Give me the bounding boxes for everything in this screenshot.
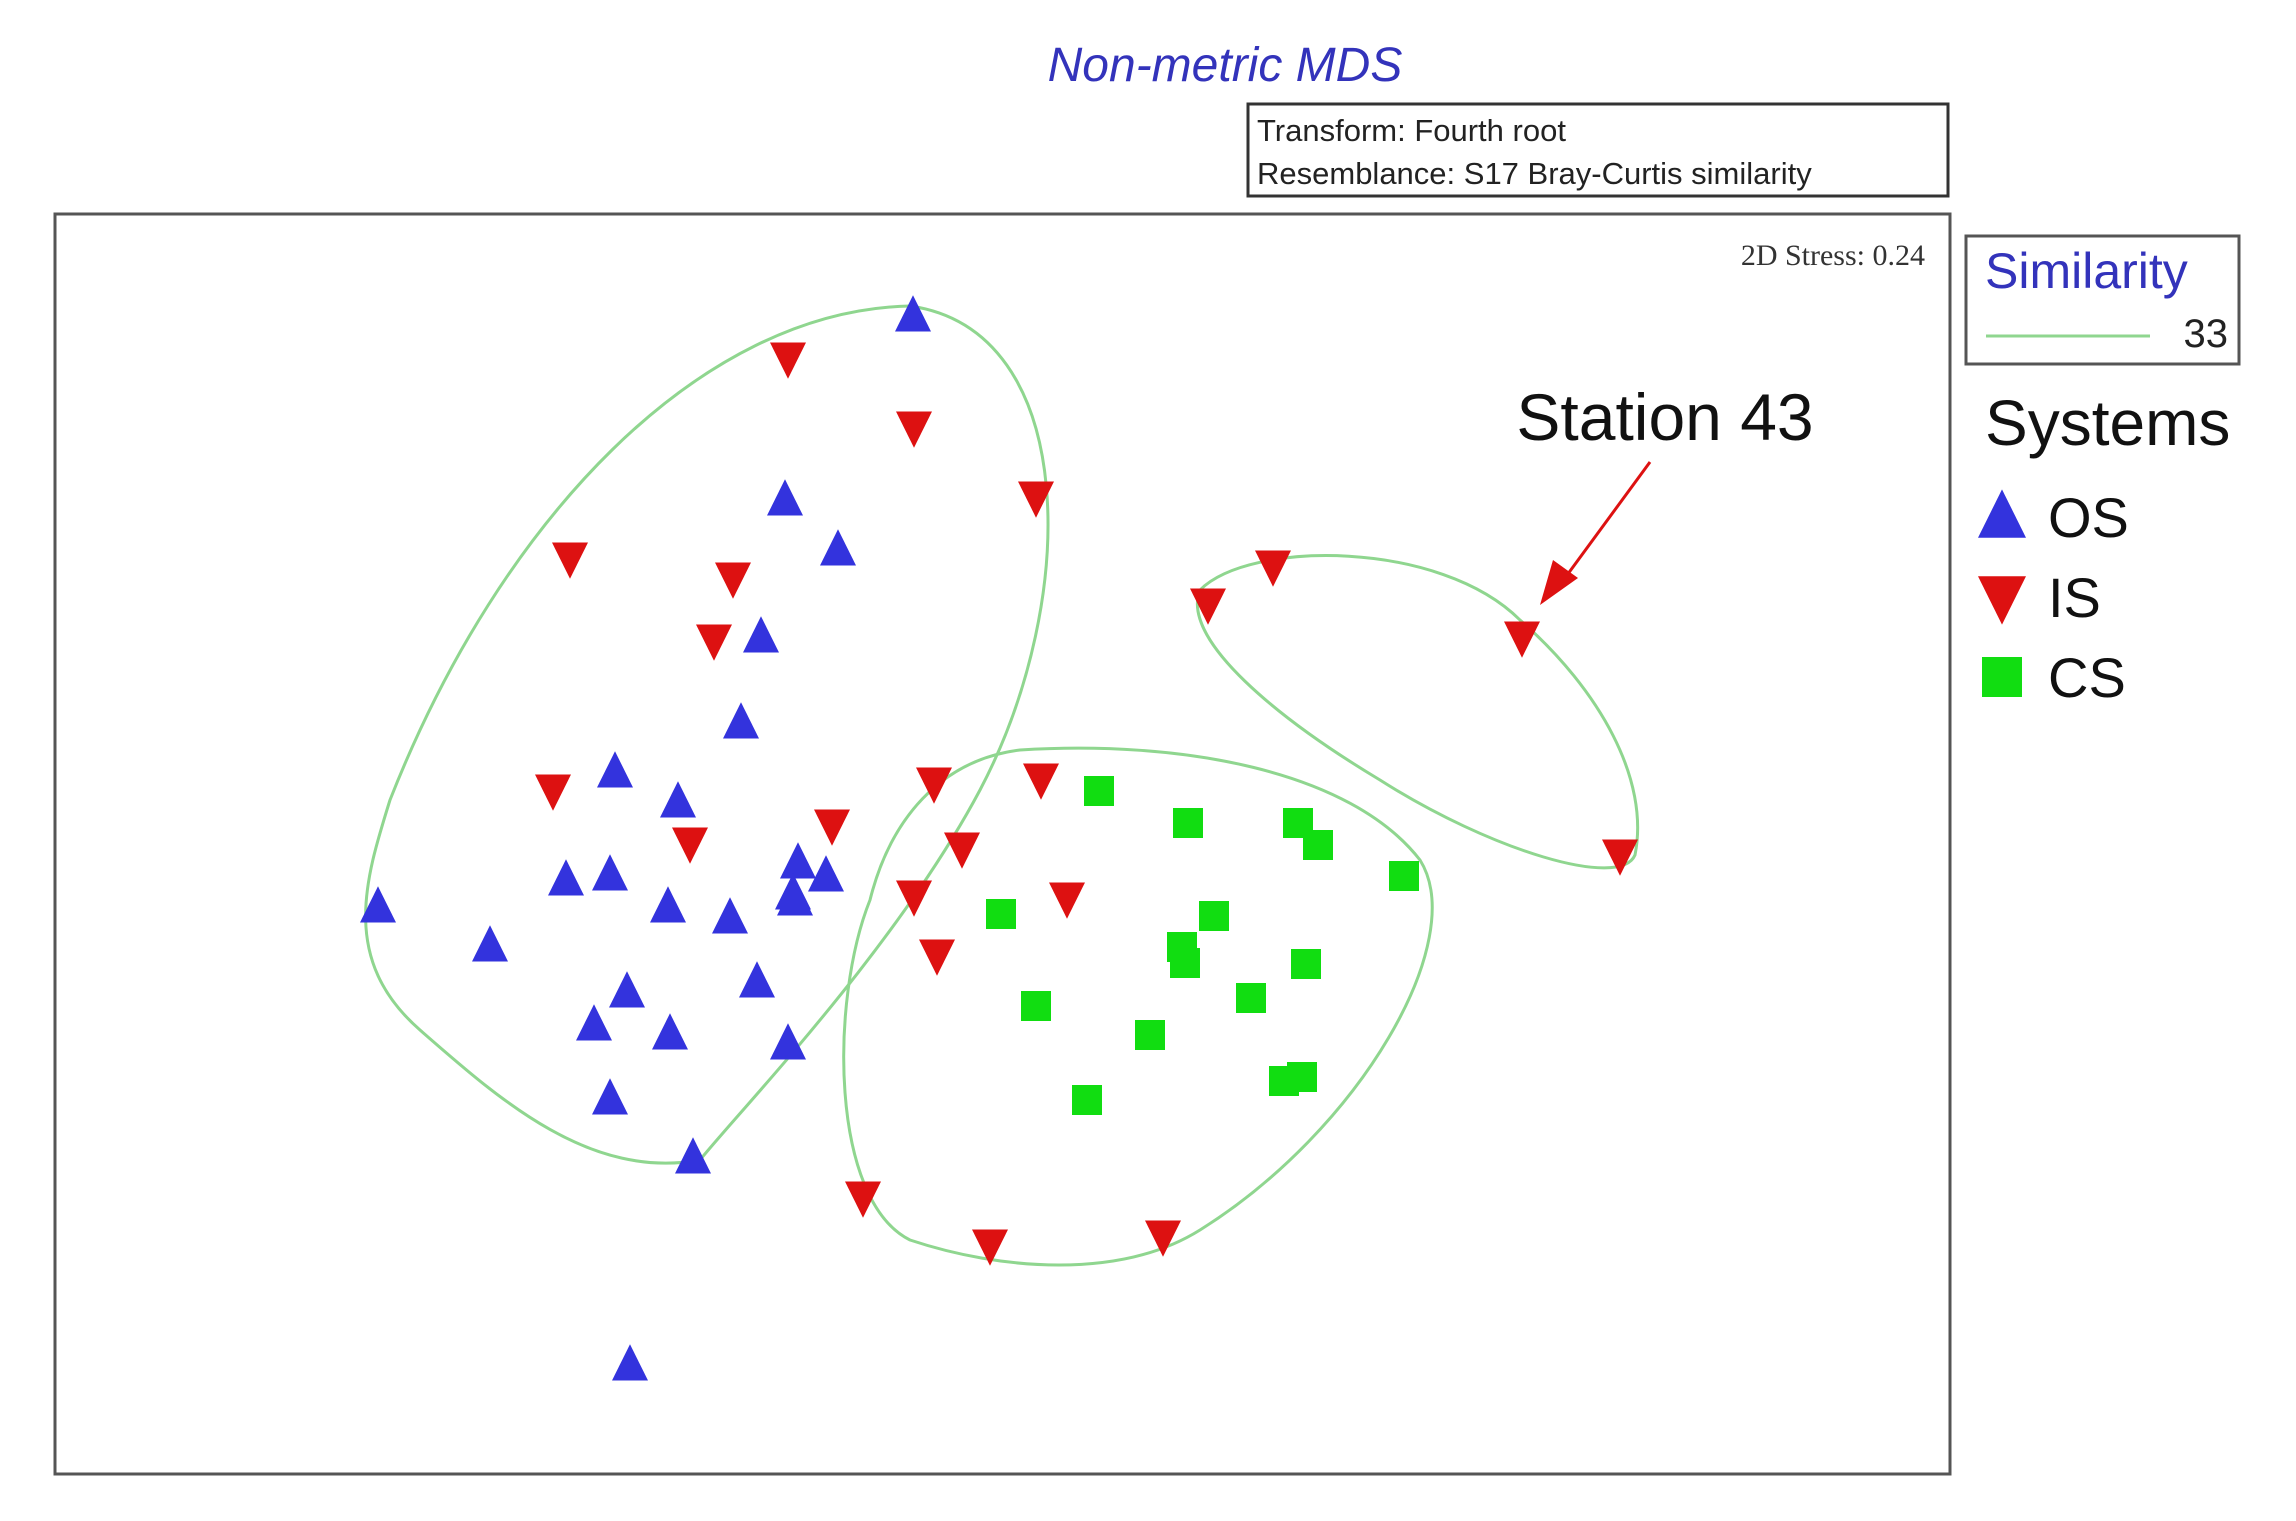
point-cs-5 <box>1389 861 1419 891</box>
point-is-16 <box>1190 588 1226 625</box>
legend-label-is: IS <box>2048 566 2101 629</box>
point-is-13 <box>896 880 932 917</box>
point-os-15 <box>808 855 844 892</box>
point-is-8 <box>672 827 708 864</box>
point-cs-13 <box>1135 1020 1165 1050</box>
point-os-14 <box>780 842 816 879</box>
point-os-13 <box>712 897 748 934</box>
stress-label: 2D Stress: 0.24 <box>1741 239 1925 272</box>
legend-marker-cs <box>1982 657 2022 697</box>
point-os-6 <box>597 751 633 788</box>
similarity-legend-level: 33 <box>2184 312 2229 356</box>
data-points <box>360 295 1638 1381</box>
chart-title: Non-metric MDS <box>1048 39 1403 92</box>
point-cs-4 <box>1303 830 1333 860</box>
point-os-17 <box>775 873 811 910</box>
similarity-legend-title: Similarity <box>1985 243 2188 299</box>
annotation-arrow-head <box>1540 560 1578 605</box>
point-cs-6 <box>1199 901 1229 931</box>
point-is-14 <box>1049 882 1085 919</box>
point-is-5 <box>715 562 751 599</box>
point-is-21 <box>972 1229 1008 1266</box>
point-is-9 <box>814 809 850 846</box>
annotation-arrow-line <box>1560 461 1652 583</box>
point-is-17 <box>1255 550 1291 587</box>
point-cs-10 <box>1291 949 1321 979</box>
legend-label-cs: CS <box>2048 646 2126 709</box>
cluster-1-outline <box>364 304 1050 1165</box>
point-os-18 <box>609 971 645 1008</box>
point-os-24 <box>675 1137 711 1174</box>
point-cs-11 <box>1236 983 1266 1013</box>
point-is-2 <box>896 411 932 448</box>
point-os-20 <box>652 1013 688 1050</box>
similarity-clusters <box>364 304 1640 1267</box>
point-os-25 <box>612 1344 648 1381</box>
point-is-3 <box>1018 481 1054 518</box>
point-is-18 <box>1504 621 1540 658</box>
point-os-9 <box>472 925 508 962</box>
point-is-15 <box>919 939 955 976</box>
systems-legend: OS IS CS <box>1978 486 2129 709</box>
point-os-5 <box>723 702 759 739</box>
point-is-4 <box>552 542 588 579</box>
point-os-19 <box>576 1004 612 1041</box>
point-cs-14 <box>1072 1085 1102 1115</box>
point-is-1 <box>770 342 806 379</box>
similarity-legend <box>1964 234 2241 366</box>
point-os-10 <box>548 859 584 896</box>
point-os-3 <box>820 529 856 566</box>
legend-marker-os <box>1978 489 2026 538</box>
point-os-23 <box>592 1078 628 1115</box>
station-annotation: Station 43 <box>1516 380 1813 454</box>
point-is-7 <box>535 774 571 811</box>
point-is-20 <box>845 1181 881 1218</box>
point-is-11 <box>1023 763 1059 800</box>
resemblance-label: Resemblance: S17 Bray-Curtis similarity <box>1257 156 1812 191</box>
point-cs-7 <box>986 899 1016 929</box>
point-os-12 <box>650 886 686 923</box>
point-cs-2 <box>1173 808 1203 838</box>
point-os-4 <box>743 616 779 653</box>
point-cs-9 <box>1170 948 1200 978</box>
legend-marker-is <box>1978 576 2026 625</box>
point-is-12 <box>944 832 980 869</box>
point-is-6 <box>696 624 732 661</box>
point-cs-16 <box>1287 1062 1317 1092</box>
point-is-19 <box>1602 839 1638 876</box>
point-os-1 <box>895 295 931 332</box>
point-os-8 <box>360 886 396 923</box>
point-os-11 <box>592 854 628 891</box>
transform-label: Transform: Fourth root <box>1257 113 1566 148</box>
point-os-7 <box>660 781 696 818</box>
cluster-2-outline <box>842 746 1434 1267</box>
point-is-22 <box>1145 1220 1181 1257</box>
systems-legend-title: Systems <box>1985 387 2230 459</box>
point-os-22 <box>770 1023 806 1060</box>
transform-box <box>1246 102 1950 198</box>
point-cs-1 <box>1084 776 1114 806</box>
legend-label-os: OS <box>2048 486 2129 549</box>
point-os-21 <box>739 961 775 998</box>
point-is-10 <box>916 767 952 804</box>
point-cs-12 <box>1021 991 1051 1021</box>
cluster-3-outline <box>1196 554 1640 870</box>
point-os-2 <box>767 479 803 516</box>
